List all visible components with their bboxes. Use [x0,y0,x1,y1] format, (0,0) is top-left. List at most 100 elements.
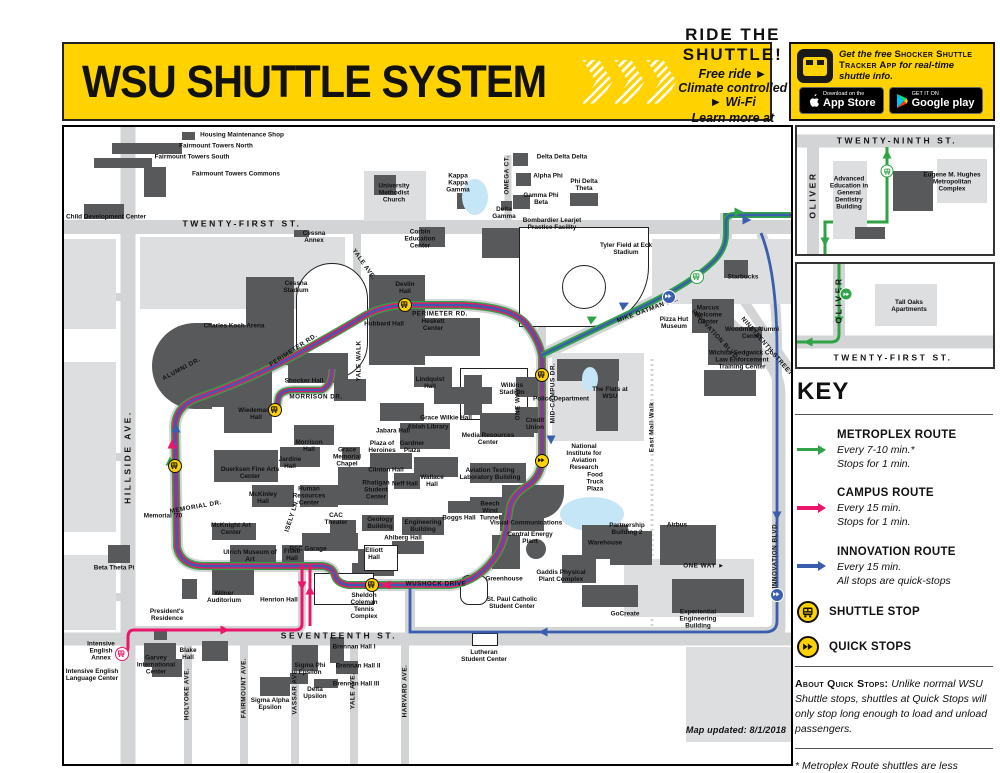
quick-stop-marker [839,287,853,301]
street-label: TWENTY-FIRST ST. [182,218,302,229]
building-footprint [362,515,394,531]
building-footprint [154,631,167,640]
app-promo-box: Get the free Shocker Shuttle Tracker App… [789,42,995,121]
building-footprint [402,517,444,535]
building-label: Blake Hall [179,646,197,661]
building-footprint [336,661,358,674]
building-footprint [582,585,638,607]
building-label: Visual Communications [489,519,563,527]
building-footprint [400,423,450,449]
building-label: Brennan Hall I [332,643,376,651]
street-label: MORRISON DR. [289,393,343,401]
building-footprint [294,230,309,239]
building-footprint [414,457,458,477]
building-label: Police Department [532,395,590,403]
building-label: Eugene M. Hughes Metropolitan Complex [923,171,981,193]
building-footprint [334,379,366,401]
key-divider [795,414,993,415]
building-footprint [182,579,197,599]
building-footprint [516,173,531,186]
building-label: Henrion Hall [260,596,298,604]
key-stop-shuttle-stop: SHUTTLE STOP [797,600,993,623]
building-label: Cessna Annex [302,229,326,244]
building-footprint [596,381,618,431]
building-footprint [292,645,318,671]
apple-logo-icon [810,93,819,107]
key-stop-quick-stops: QUICK STOPS [797,635,993,658]
building-footprint [282,545,304,562]
inset-roads-routes [797,134,993,254]
route-arrow-icon [797,545,827,588]
building-footprint [562,555,596,583]
app-promo-text: Get the free Shocker Shuttle Tracker App… [839,49,973,83]
building-footprint [370,453,412,469]
quick-stop-marker [770,588,784,602]
key-divider [795,747,993,749]
building-footprint [513,195,530,209]
street-label: TWENTY-FIRST ST. [833,352,953,363]
building-footprint [364,545,398,571]
building-footprint [392,541,424,554]
building-label: Credit Union [525,416,545,431]
building-label: St. Paul Catholic Student Center [486,595,538,610]
building-label: McKnight Art Center [211,521,251,536]
building-footprint [338,467,388,505]
building-footprint [704,370,756,396]
key-stop-label: SHUTTLE STOP [829,605,920,618]
shuttle-stop-marker [535,368,549,382]
building-label: Phi Delta Theta [570,177,598,192]
building-footprint [64,362,116,532]
building-label: Geology Building [367,515,393,530]
street-label: PERIMETER RD. [412,310,468,318]
ride-headline: RIDE THE SHUTTLE! [682,24,783,64]
building-label: Ulrich Museum of Art [223,548,277,563]
building-footprint [672,579,744,613]
building-footprint [434,387,492,404]
shuttle-stop-marker [880,164,894,178]
building-label: University Methodist Church [378,182,410,204]
building-label: Map updated: 8/1/2018 [685,725,787,736]
building-footprint [724,260,748,278]
pond [462,179,488,215]
building-label: GoCreate [610,610,640,618]
building-footprint [480,413,534,437]
building-label: Plaza of Heroines [368,439,396,454]
building-footprint [374,175,396,195]
building-label: RSC Garage [289,545,327,553]
building-label: Aviation Testing Laboratory Building [459,466,521,481]
building-label: Corbin Education Center [404,228,436,250]
building-label: Devlin Hall [395,280,415,295]
street-label: OLIVER [833,276,844,324]
building-label: Tyler Field at Eck Stadium [599,241,653,256]
building-label: Grace Memorial Chapel [332,446,362,468]
building-footprint [516,377,540,397]
building-footprint [212,523,256,540]
building-label: Neff Hall [392,480,418,488]
building-label: Airbus [666,521,688,529]
building-label: Hubbard Hall [364,320,404,328]
building-footprint [112,143,182,154]
building-footprint [314,679,338,688]
building-label: Shocker Hall [284,377,324,385]
building-label: Engineering Building [404,518,442,533]
building-label: Beech Wind Tunnel [479,500,501,522]
building-label: Grace Wilkie Hall [420,414,472,422]
building-label: Lindquist Hall [415,375,445,390]
building-label: Elliott Hall [365,546,383,561]
building-label: Heskett Center [421,317,445,332]
buildings-layer [64,127,791,764]
building-footprint [224,403,272,433]
building-label: Child Development Center [66,213,146,221]
title-banner: WSU SHUTTLE SYSTEM RIDE THE SHUTTLE! Fre… [62,25,789,139]
building-label: Fiske Hall [283,547,301,562]
stop-markers-layer [64,127,791,764]
building-label: Wichita-Sedgwick Co. Law Enforcement Tra… [708,349,776,371]
pond [582,367,598,391]
building-footprint [342,447,360,460]
building-label: Kappa Kappa Gamma [446,172,470,194]
